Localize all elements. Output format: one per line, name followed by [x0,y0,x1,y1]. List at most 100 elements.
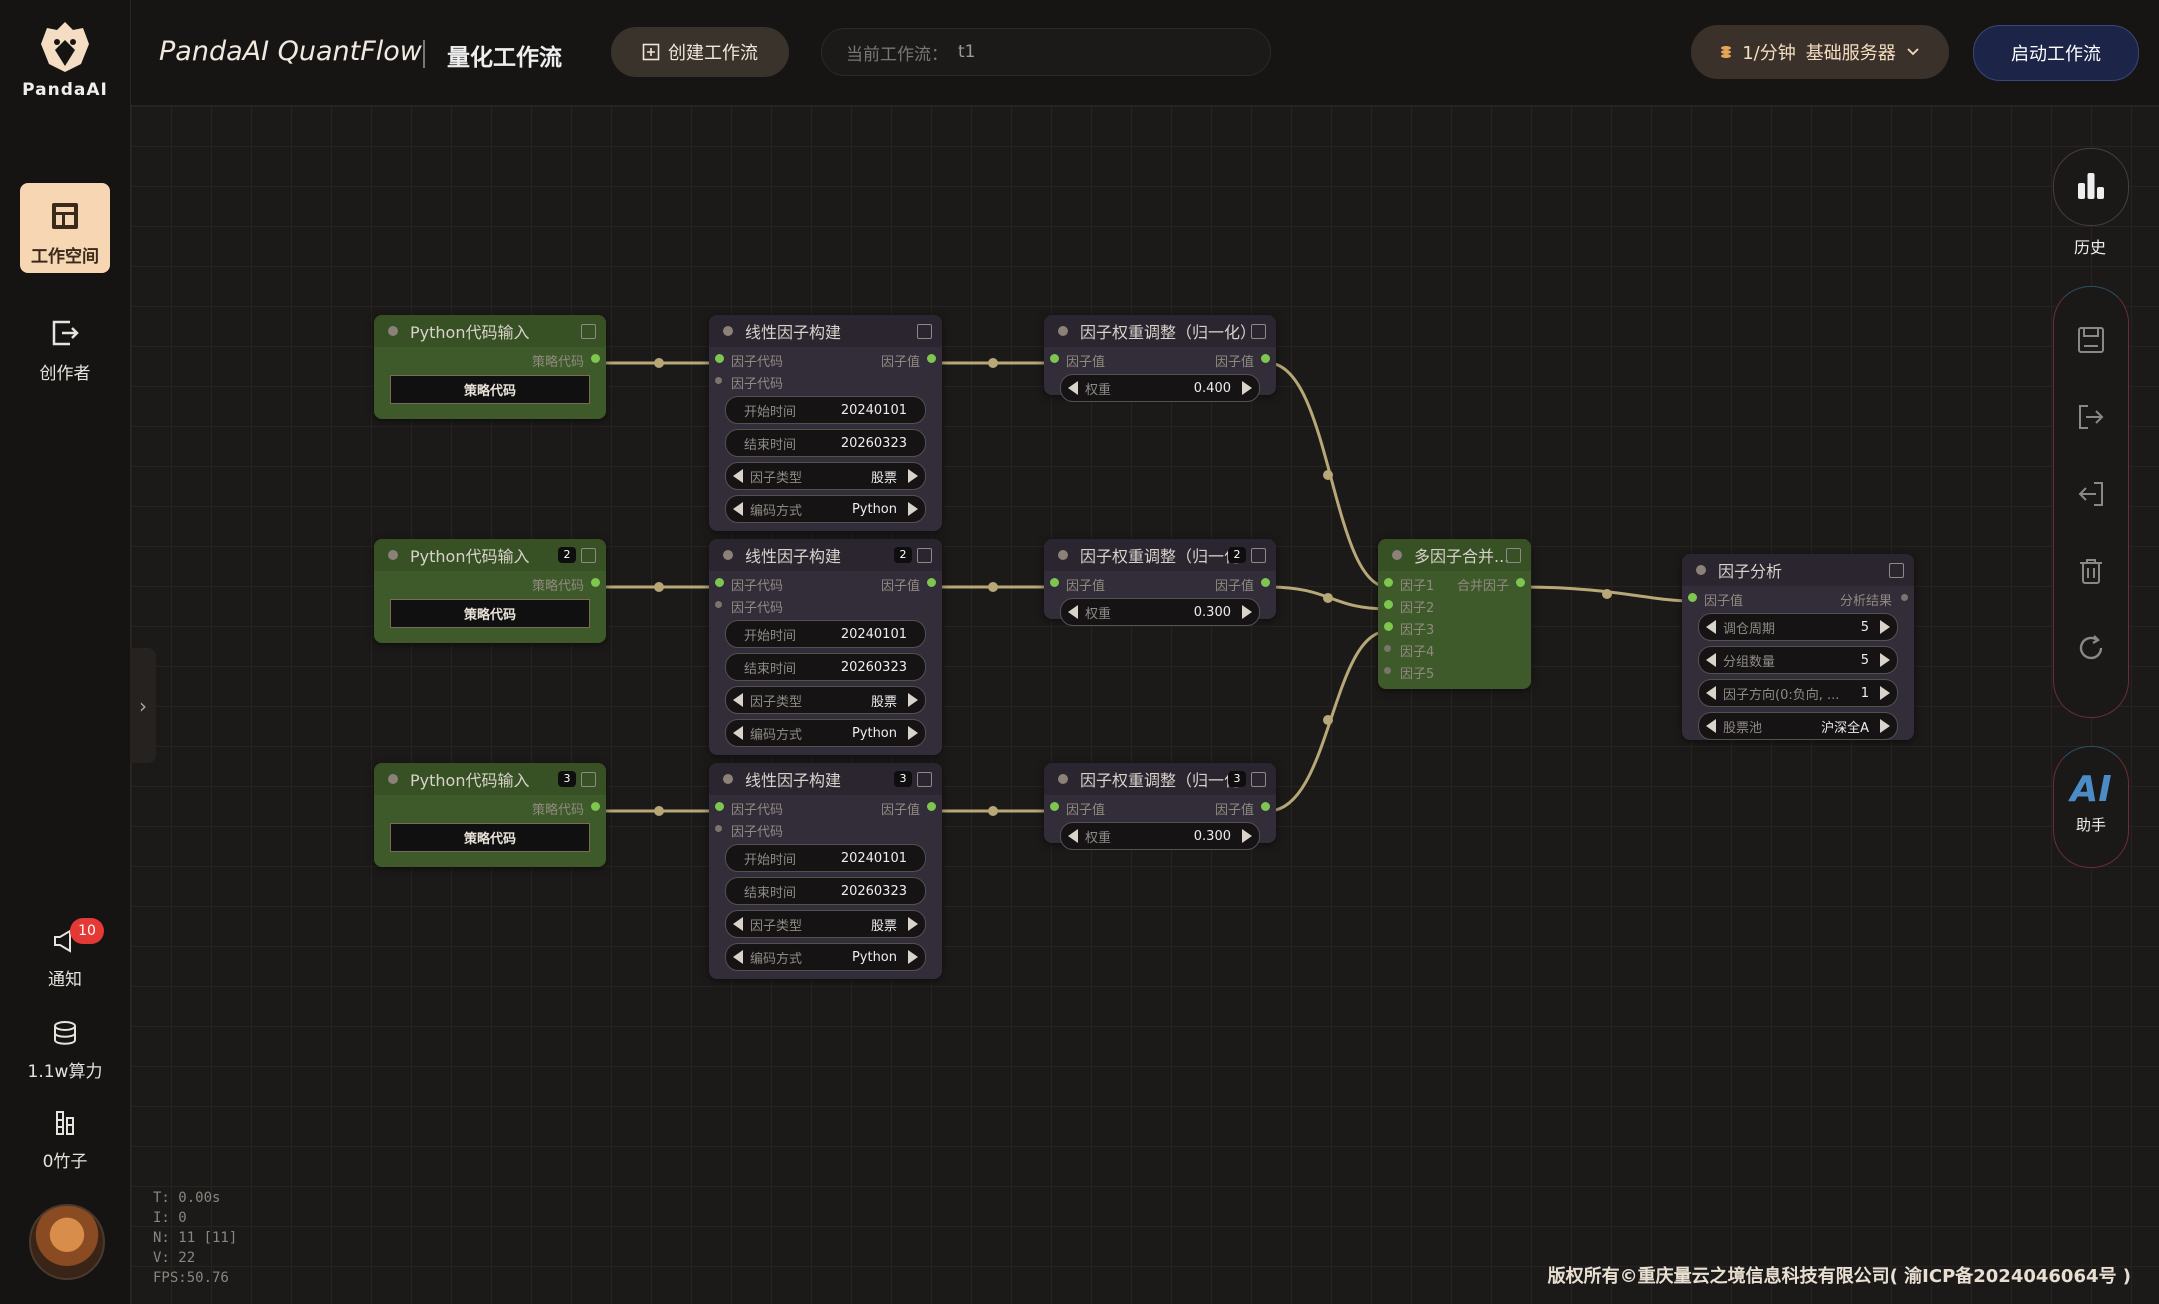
import-button[interactable] [2076,469,2106,519]
input-port[interactable] [1050,802,1059,811]
edit-icon[interactable] [581,324,596,339]
input-port[interactable] [1050,354,1059,363]
edit-icon[interactable] [917,548,932,563]
arrow-left-icon[interactable] [733,469,743,483]
edit-icon[interactable] [1251,772,1266,787]
factor-type-combo[interactable]: 因子类型股票 [725,462,926,490]
current-workflow-field[interactable]: 当前工作流： t1 [821,28,1271,76]
edit-icon[interactable] [1251,548,1266,563]
output-port[interactable] [927,578,936,587]
factor-direction-field[interactable]: 因子方向(0:负向, ...1 [1698,679,1898,707]
arrow-left-icon[interactable] [1068,381,1078,395]
arrow-right-icon[interactable] [1880,620,1890,634]
node-status-dot[interactable] [1058,326,1068,336]
node-status-dot[interactable] [388,774,398,784]
arrow-right-icon[interactable] [1242,381,1252,395]
input-port[interactable] [715,825,722,832]
strategy-code-button[interactable]: 策略代码 [390,823,590,852]
input-port[interactable] [1384,645,1391,652]
strategy-code-button[interactable]: 策略代码 [390,375,590,404]
sidebar-item-workspace[interactable]: 工作空间 [20,183,110,273]
factor-type-combo[interactable]: 因子类型股票 [725,686,926,714]
factor-type-combo[interactable]: 因子类型股票 [725,910,926,938]
edit-icon[interactable] [1889,563,1904,578]
sidebar-item-compute[interactable]: 1.1w算力 [20,1020,110,1082]
sidebar-expand-button[interactable]: › [130,648,156,763]
arrow-left-icon[interactable] [1706,719,1716,733]
edit-icon[interactable] [1251,324,1266,339]
start-workflow-button[interactable]: 启动工作流 [1973,25,2139,81]
output-port[interactable] [1261,802,1270,811]
arrow-left-icon[interactable] [1706,686,1716,700]
edit-icon[interactable] [581,772,596,787]
arrow-right-icon[interactable] [1242,829,1252,843]
node-status-dot[interactable] [1696,565,1706,575]
output-port[interactable] [591,578,600,587]
input-port[interactable] [715,354,724,363]
sidebar-item-creator[interactable]: 创作者 [20,318,110,384]
avatar[interactable] [29,1204,105,1280]
node-status-dot[interactable] [1058,774,1068,784]
input-port[interactable] [715,578,724,587]
input-port[interactable] [1384,667,1391,674]
output-port[interactable] [1261,578,1270,587]
input-port[interactable] [1050,578,1059,587]
arrow-left-icon[interactable] [733,726,743,740]
node-python-input-1[interactable]: Python代码输入 策略代码 策略代码 [374,315,606,419]
save-button[interactable] [2076,315,2106,365]
edit-icon[interactable] [917,324,932,339]
input-port[interactable] [1384,578,1393,587]
arrow-right-icon[interactable] [1880,719,1890,733]
history-button[interactable] [2053,148,2129,226]
output-port[interactable] [1516,578,1525,587]
node-status-dot[interactable] [723,774,733,784]
arrow-right-icon[interactable] [908,950,918,964]
arrow-right-icon[interactable] [1242,605,1252,619]
delete-button[interactable] [2076,546,2106,596]
arrow-left-icon[interactable] [733,502,743,516]
edit-icon[interactable] [917,772,932,787]
sidebar-item-bamboo[interactable]: 0竹子 [20,1110,110,1172]
refresh-button[interactable] [2076,623,2106,673]
stock-pool-combo[interactable]: 股票池沪深全A [1698,712,1898,740]
node-status-dot[interactable] [1058,550,1068,560]
input-port[interactable] [715,802,724,811]
output-port[interactable] [927,354,936,363]
output-port[interactable] [591,802,600,811]
arrow-left-icon[interactable] [733,950,743,964]
arrow-right-icon[interactable] [908,917,918,931]
create-workflow-button[interactable]: 创建工作流 [611,27,789,77]
edit-icon[interactable] [1506,548,1521,563]
arrow-left-icon[interactable] [1706,620,1716,634]
node-status-dot[interactable] [388,326,398,336]
input-port[interactable] [715,601,722,608]
output-port[interactable] [1261,354,1270,363]
node-status-dot[interactable] [723,326,733,336]
input-port[interactable] [715,377,722,384]
node-status-dot[interactable] [723,550,733,560]
node-status-dot[interactable] [1392,550,1402,560]
export-button[interactable] [2076,392,2106,442]
output-port[interactable] [927,802,936,811]
output-port[interactable] [1901,594,1908,601]
